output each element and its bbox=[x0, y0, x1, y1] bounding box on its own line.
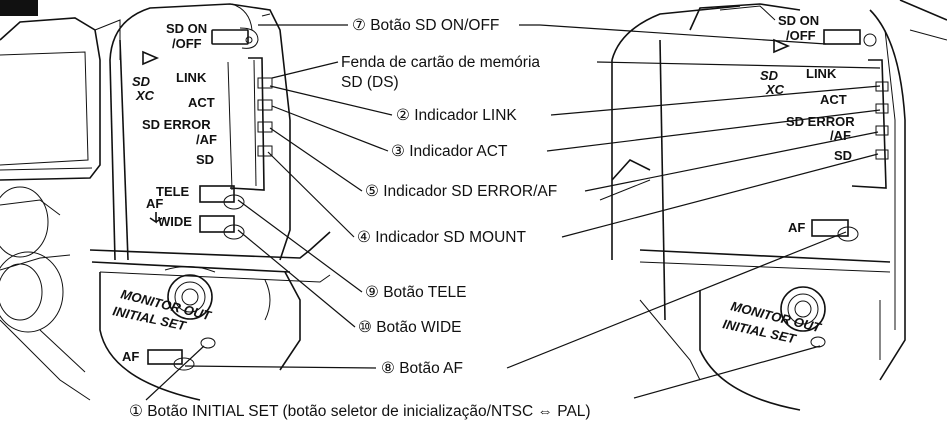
sdxc-logo-xc: XC bbox=[135, 88, 155, 103]
callout-labels: ⑦ Botão SD ON/OFF Fenda de cartão de mem… bbox=[129, 17, 591, 420]
label-sd-on: SD ON bbox=[166, 21, 207, 36]
right-label-sd: SD bbox=[834, 148, 852, 163]
right-label-off: /OFF bbox=[786, 28, 816, 43]
left-camera-illustration: SD ON /OFF SD XC LINK ACT SD ERROR /AF S… bbox=[0, 0, 331, 401]
right-label-act: ACT bbox=[820, 92, 847, 107]
callout-sd-slot-line1: Fenda de cartão de memória bbox=[341, 54, 540, 71]
right-label-sd-error: SD ERROR bbox=[786, 114, 855, 129]
callout-sd-mount-indicator: ④ Indicador SD MOUNT bbox=[357, 229, 526, 246]
callout-af-button: ⑧ Botão AF bbox=[381, 360, 463, 377]
callout-link-indicator: ② Indicador LINK bbox=[396, 107, 517, 124]
label-af-bottom: AF bbox=[122, 349, 139, 364]
right-sdxc-logo-sd: SD bbox=[760, 68, 779, 83]
sdxc-logo-sd: SD bbox=[132, 74, 151, 89]
right-label-link: LINK bbox=[806, 66, 837, 81]
right-label-sd-on: SD ON bbox=[778, 13, 819, 28]
label-af-slash: /AF bbox=[196, 132, 217, 147]
right-label-af: AF bbox=[788, 220, 805, 235]
callout-tele-button: ⑨ Botão TELE bbox=[365, 284, 467, 301]
label-tele: TELE bbox=[156, 184, 190, 199]
label-sd: SD bbox=[196, 152, 214, 167]
label-link: LINK bbox=[176, 70, 207, 85]
callout-act-indicator: ③ Indicador ACT bbox=[391, 143, 508, 160]
label-wide: WIDE bbox=[158, 214, 192, 229]
callout-sd-error-af-indicator: ⑤ Indicador SD ERROR/AF bbox=[365, 183, 557, 200]
right-label-af-slash: /AF bbox=[830, 128, 851, 143]
label-sd-error: SD ERROR bbox=[142, 117, 211, 132]
label-af-top: AF bbox=[146, 196, 163, 211]
callout-initial-set-button: ① Botão INITIAL SET (botão seletor de in… bbox=[129, 403, 591, 420]
label-off: /OFF bbox=[172, 36, 202, 51]
callout-wide-button: ⑩ Botão WIDE bbox=[358, 319, 461, 336]
label-act: ACT bbox=[188, 95, 215, 110]
right-sdxc-logo-xc: XC bbox=[765, 82, 785, 97]
callout-sd-slot-line2: SD (DS) bbox=[341, 74, 399, 91]
leader-lines bbox=[145, 24, 881, 401]
callout-sd-on-off-button: ⑦ Botão SD ON/OFF bbox=[352, 17, 499, 34]
right-camera-illustration: SD ON /OFF SD XC LINK ACT SD ERROR /AF S… bbox=[599, 0, 947, 411]
